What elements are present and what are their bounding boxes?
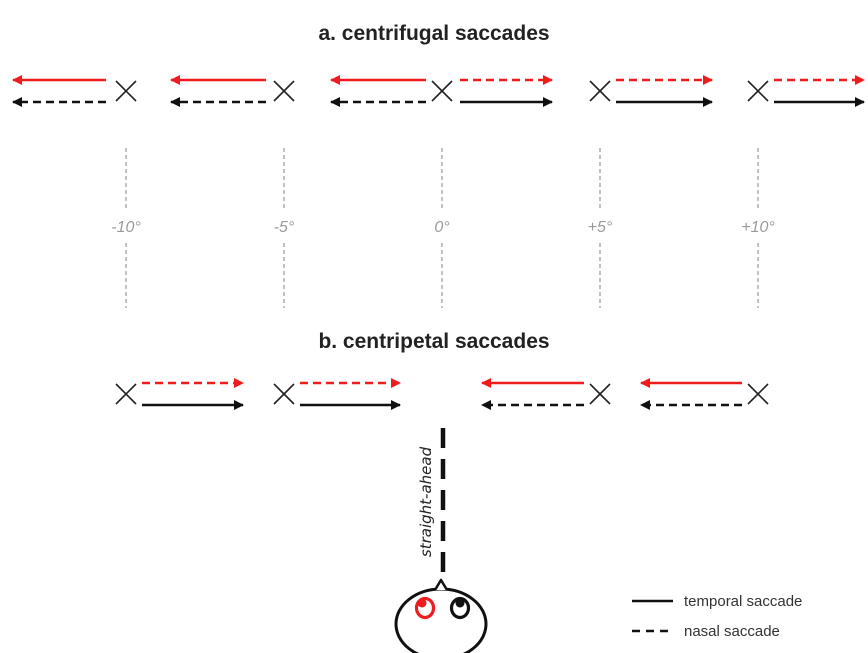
head-outline <box>394 587 488 653</box>
target-minus10-centripetal <box>115 378 244 410</box>
nose-icon <box>433 578 449 591</box>
fixation-cross-icon <box>115 383 137 405</box>
fixation-cross-icon <box>747 383 769 405</box>
angle-label: 0° <box>434 219 450 236</box>
legend-temporal-label: temporal saccade <box>684 593 802 610</box>
target-minus10 <box>12 75 137 107</box>
guide-0: 0° <box>434 148 450 308</box>
eccentricity-guides: -10° -5° 0° +5° +10° <box>111 148 775 308</box>
legend: temporal saccade nasal saccade <box>632 593 802 640</box>
right-eye-icon <box>449 596 471 620</box>
fixation-cross-icon <box>747 80 769 102</box>
angle-label: -5° <box>274 219 295 236</box>
guide-minus10: -10° <box>111 148 141 308</box>
centripetal-title: b. centripetal saccades <box>318 330 549 353</box>
fixation-cross-icon <box>589 383 611 405</box>
target-0 <box>330 75 553 107</box>
angle-label: +10° <box>741 219 775 236</box>
centrifugal-title: a. centrifugal saccades <box>318 22 549 45</box>
angle-label: -10° <box>111 219 141 236</box>
target-plus10-centripetal <box>640 378 769 410</box>
target-plus5 <box>589 75 713 107</box>
centripetal-row <box>115 378 769 410</box>
fixation-cross-icon <box>589 80 611 102</box>
fixation-cross-icon <box>431 80 453 102</box>
centrifugal-row <box>12 75 865 107</box>
head-icon <box>394 578 488 653</box>
angle-label: +5° <box>588 219 613 236</box>
fixation-cross-icon <box>273 80 295 102</box>
target-minus5-centripetal <box>273 378 401 410</box>
fixation-cross-icon <box>273 383 295 405</box>
guide-plus10: +10° <box>741 148 775 308</box>
legend-nasal-label: nasal saccade <box>684 623 780 640</box>
guide-minus5: -5° <box>274 148 295 308</box>
fixation-cross-icon <box>115 80 137 102</box>
target-plus10 <box>747 75 865 107</box>
target-minus5 <box>170 75 295 107</box>
guide-plus5: +5° <box>588 148 613 308</box>
straight-ahead-label: straight-ahead <box>417 446 435 557</box>
target-plus5-centripetal <box>481 378 611 410</box>
left-eye-icon <box>414 596 436 620</box>
